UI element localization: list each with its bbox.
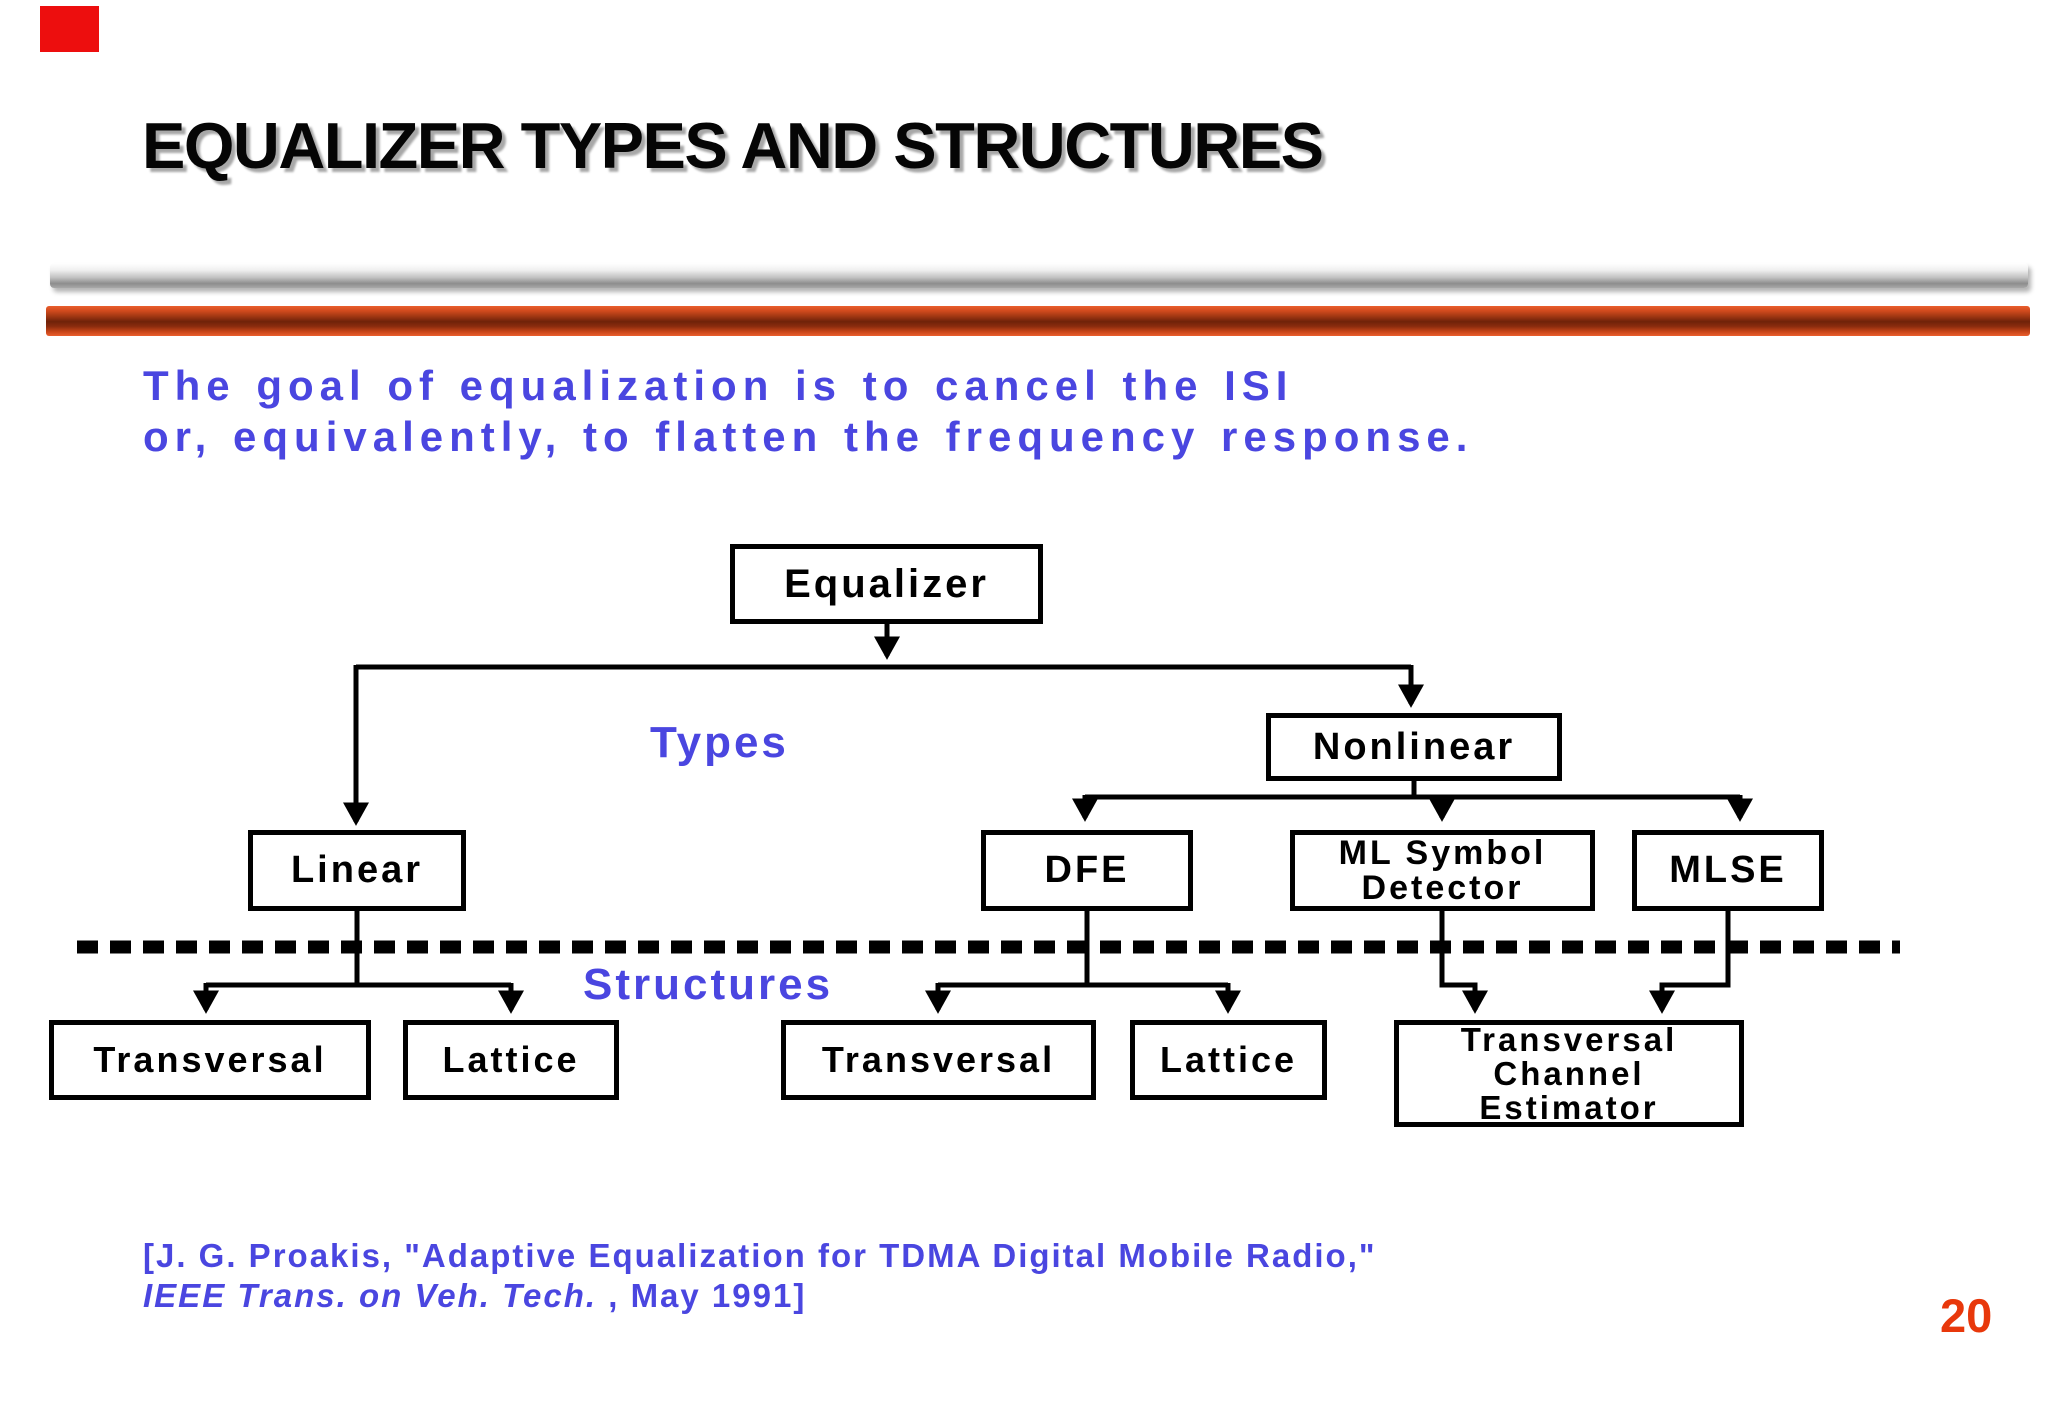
node-label: Transversal	[821, 1039, 1056, 1080]
corner-red-block	[40, 6, 99, 52]
node-transversal-channel-estimator: Transversal Channel Estimator	[1394, 1020, 1744, 1127]
node-mlse: MLSE	[1632, 830, 1824, 911]
node-label: Equalizer	[784, 561, 989, 606]
goal-line-1: The goal of equalization is to cancel th…	[143, 362, 1294, 409]
label-structures: Structures	[583, 960, 834, 1009]
node-label: ML Symbol	[1338, 833, 1547, 872]
node-label: Lattice	[1159, 1039, 1298, 1080]
node-dfe-transversal: Transversal	[781, 1020, 1096, 1100]
slide-title: EQUALIZER TYPES AND STRUCTURES	[142, 109, 1324, 182]
node-linear-lattice: Lattice	[403, 1020, 619, 1100]
node-label: Channel	[1493, 1054, 1645, 1092]
node-label: Estimator	[1479, 1088, 1659, 1126]
node-label: Transversal	[93, 1039, 327, 1080]
node-label: Transversal	[1460, 1020, 1678, 1058]
node-dfe-lattice: Lattice	[1130, 1020, 1327, 1100]
node-dfe: DFE	[981, 830, 1193, 911]
citation-line-2: IEEE Trans. on Veh. Tech. , May 1991]	[143, 1276, 1377, 1316]
citation-journal: IEEE Trans. on Veh. Tech.	[143, 1277, 598, 1314]
citation-line-1: [J. G. Proakis, "Adaptive Equalization f…	[143, 1237, 1377, 1274]
citation: [J. G. Proakis, "Adaptive Equalization f…	[143, 1236, 1377, 1316]
node-label: Lattice	[442, 1039, 580, 1080]
node-nonlinear: Nonlinear	[1266, 713, 1562, 781]
goal-statement: The goal of equalization is to cancel th…	[143, 360, 1473, 462]
goal-line-2: or, equivalently, to flatten the frequen…	[143, 413, 1474, 460]
node-ml-symbol-detector: ML Symbol Detector	[1290, 830, 1595, 911]
node-label: DFE	[1044, 849, 1130, 891]
citation-tail: , May 1991]	[597, 1277, 807, 1314]
divider-bar-red	[46, 306, 2030, 336]
label-types: Types	[650, 718, 789, 767]
page-number: 20	[1940, 1289, 1993, 1342]
node-label: Detector	[1361, 868, 1524, 907]
node-label: MLSE	[1669, 849, 1787, 891]
node-equalizer: Equalizer	[730, 544, 1043, 624]
node-linear-transversal: Transversal	[49, 1020, 371, 1100]
divider-bar-gray	[50, 263, 2028, 288]
node-label: Linear	[290, 849, 424, 891]
node-label: Nonlinear	[1312, 725, 1516, 768]
node-linear: Linear	[248, 830, 466, 911]
